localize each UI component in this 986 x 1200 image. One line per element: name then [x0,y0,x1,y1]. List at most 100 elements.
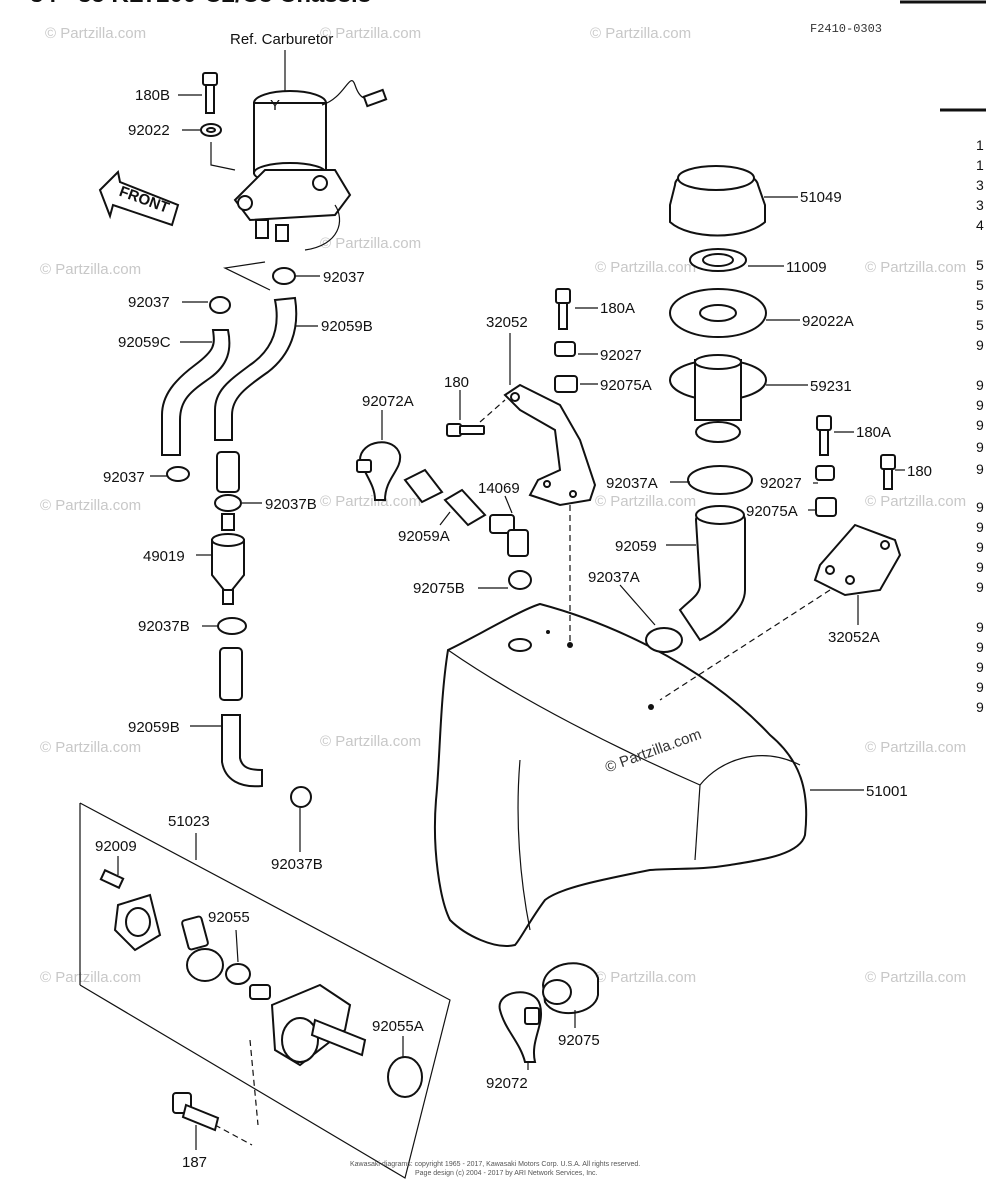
edge-mark: 9 [976,699,984,715]
edge-mark: 3 [976,177,984,193]
watermark: © Partzilla.com [865,969,966,986]
callout-92055a: 92055A [372,1018,424,1035]
edge-mark: 5 [976,277,984,293]
watermark: © Partzilla.com [595,259,696,276]
watermark: © Partzilla.com [320,25,421,42]
callout-11009: 11009 [786,259,827,276]
edge-mark: 9 [976,377,984,393]
callout-92037b: 92037B [271,856,323,873]
edge-mark: 1 [976,137,984,153]
edge-mark: 5 [976,257,984,273]
watermarks: © Partzilla.com © Partzilla.com © Partzi… [40,25,966,986]
fuel-pump: Ref. Carburetor Y [230,31,388,251]
callout-92037a: 92037A [588,569,640,586]
fuel-tap-assembly [79,802,451,1179]
callout-leader-lines [117,94,905,1150]
callout-51023: 51023 [168,813,210,830]
edge-mark: 9 [976,539,984,555]
callout-92055: 92055 [208,909,250,926]
watermark: © Partzilla.com [45,25,146,42]
bottom-clamp-and-sleeve [498,962,599,1063]
callout-92027: 92027 [600,347,642,364]
edge-mark: 9 [976,579,984,595]
copyright-line-1: Kawasaki diagrams: copyright 1965 - 2017… [350,1161,640,1168]
callout-92027: 92027 [760,475,802,492]
callout-180a: 180A [600,300,635,317]
callout-92037a: 92037A [606,475,658,492]
callout-92075a: 92075A [600,377,652,394]
svg-text:Y: Y [270,97,280,114]
callout-92075a: 92075A [746,503,798,520]
right-edge-index: 1 1 3 3 4 5 5 5 5 9 9 9 9 9 9 9 9 9 9 9 … [976,137,984,715]
watermark: © Partzilla.com [865,259,966,276]
watermark: © Partzilla.com [595,969,696,986]
callout-92022: 92022 [128,122,170,139]
callout-92072a: 92072A [362,393,414,410]
copyright-line-2: Page design (c) 2004 - 2017 by ARI Netwo… [415,1170,598,1177]
edge-mark: 4 [976,217,984,233]
watermark: © Partzilla.com [320,733,421,750]
fuel-hoses-upper [161,267,298,482]
edge-mark: 9 [976,461,984,477]
callout-49019: 49019 [143,548,185,565]
callout-92075: 92075 [558,1032,600,1049]
page-header-title: 84 - 85 KLT200-C2/C3 Chassis [30,0,371,8]
callout-92075b: 92075B [413,580,465,597]
watermark: © Partzilla.com [40,969,141,986]
callout-92037b: 92037B [265,496,317,513]
callout-92059c: 92059C [118,334,171,351]
bracket-32052a [659,415,902,701]
callout-187: 187 [182,1154,207,1171]
edge-mark: 9 [976,659,984,675]
watermark: © Partzilla.com [40,261,141,278]
edge-mark: 1 [976,157,984,173]
callout-32052: 32052 [486,314,528,331]
edge-mark: 3 [976,197,984,213]
callout-180a: 180A [856,424,891,441]
part-callouts: 180B 92022 92037 92037 92059C 92059B 920… [95,87,932,1171]
edge-mark: 9 [976,639,984,655]
callout-32052a: 32052A [828,629,880,646]
callout-180: 180 [444,374,469,391]
edge-mark: 9 [976,559,984,575]
watermark: © Partzilla.com [320,493,421,510]
front-direction-arrow: FRONT [98,169,180,227]
filler-cap-assembly [645,165,767,653]
watermark: © Partzilla.com [320,235,421,252]
callout-92037: 92037 [103,469,145,486]
edge-mark: 9 [976,519,984,535]
callout-92009: 92009 [95,838,137,855]
callout-92022a: 92022A [802,313,854,330]
watermark: © Partzilla.com [595,493,696,510]
bolt-180a-upper [554,288,578,393]
watermark: © Partzilla.com [865,739,966,756]
edge-mark: 9 [976,397,984,413]
watermark: © Partzilla.com [590,25,691,42]
edge-mark: 9 [976,499,984,515]
hose-clamps-and-tubes-center [356,441,532,590]
callout-92059b: 92059B [128,719,180,736]
edge-mark: 9 [976,439,984,455]
callout-51001: 51001 [866,783,908,800]
callout-59231: 59231 [810,378,852,395]
fuel-tank [433,602,808,947]
callout-92037b: 92037B [138,618,190,635]
edge-mark: 5 [976,317,984,333]
edge-mark: 9 [976,417,984,433]
watermark: © Partzilla.com [40,497,141,514]
callout-92059b: 92059B [321,318,373,335]
bracket-32052 [446,383,597,645]
callout-92059a: 92059A [398,528,450,545]
edge-mark: 9 [976,337,984,353]
callout-92037: 92037 [323,269,365,286]
bolt-180b [200,72,271,291]
edge-mark: 5 [976,297,984,313]
watermark: © Partzilla.com [40,739,141,756]
fuel-filter-line [211,451,312,808]
callout-51049: 51049 [800,189,842,206]
edge-mark: 9 [976,679,984,695]
callout-180: 180 [907,463,932,480]
figure-code: F2410-0303 [810,22,882,36]
callout-92037: 92037 [128,294,170,311]
